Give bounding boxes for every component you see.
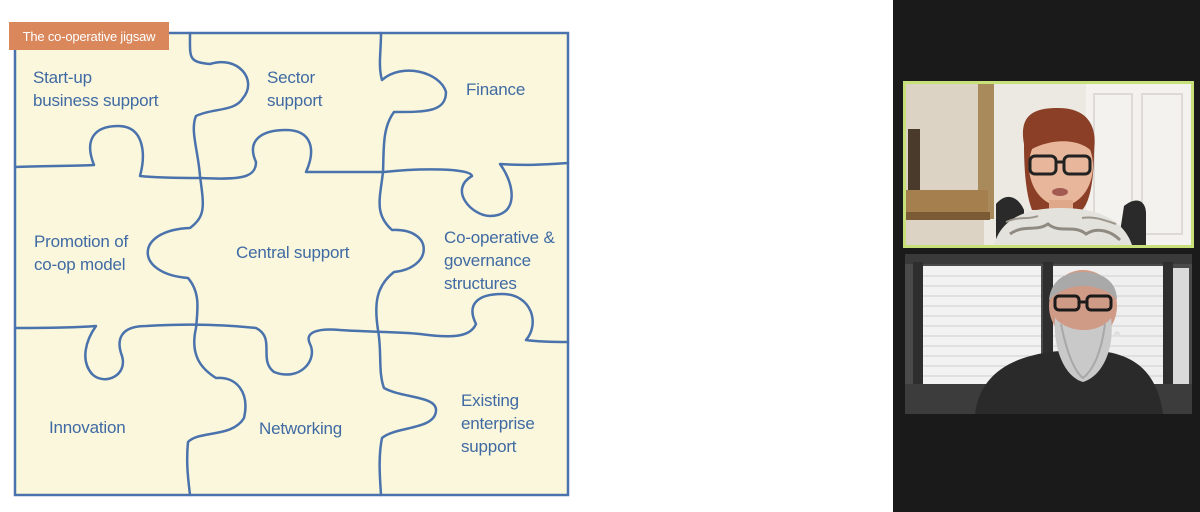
participant-1-video <box>906 84 1191 245</box>
puzzle-seam-h1 <box>13 124 570 218</box>
piece-label-startup: Start-up business support <box>33 68 159 110</box>
piece-label-finance: Finance <box>466 80 526 99</box>
jigsaw-puzzle-diagram <box>13 31 570 497</box>
presentation-slide: The co-operative jigsaw Start-up busines… <box>9 22 570 497</box>
participant-video-tile[interactable] <box>905 254 1192 414</box>
puzzle-board <box>13 31 570 497</box>
video-gallery-panel <box>893 0 1200 512</box>
piece-label-sector: Sector support <box>267 68 323 110</box>
piece-label-networking: Networking <box>259 419 343 438</box>
puzzle-seam-v2 <box>375 31 448 497</box>
piece-label-central: Central support <box>236 243 350 262</box>
piece-label-coop: Co-operative & governance structures <box>444 228 555 293</box>
slide-title: The co-operative jigsaw <box>9 22 169 50</box>
participant-video-tile-active-speaker[interactable] <box>903 81 1194 248</box>
puzzle-seam-h2 <box>13 292 570 381</box>
piece-label-promotion: Promotion of co-op model <box>34 232 128 274</box>
puzzle-seam-v1 <box>146 31 250 497</box>
piece-label-existing: Existing enterprise support <box>461 391 535 456</box>
piece-label-innovation: Innovation <box>49 418 126 437</box>
participant-2-video <box>905 254 1192 414</box>
